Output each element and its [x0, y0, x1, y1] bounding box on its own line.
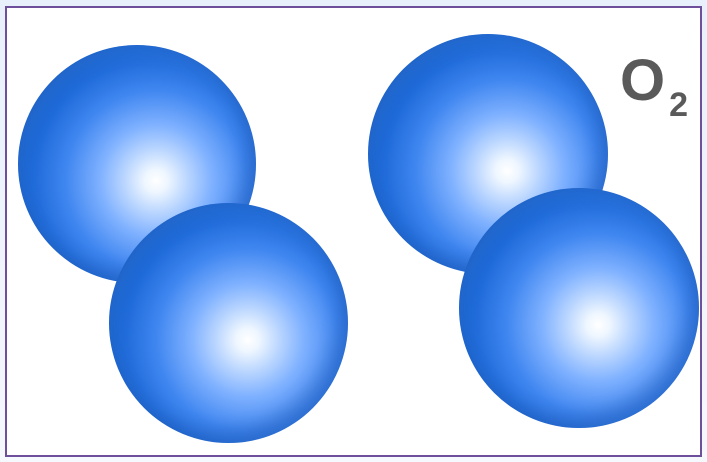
oxygen-atom-right-bottom [459, 188, 699, 428]
oxygen-atom-left-bottom [109, 203, 348, 443]
formula-main: O [620, 48, 665, 113]
formula-subscript: 2 [669, 86, 688, 124]
